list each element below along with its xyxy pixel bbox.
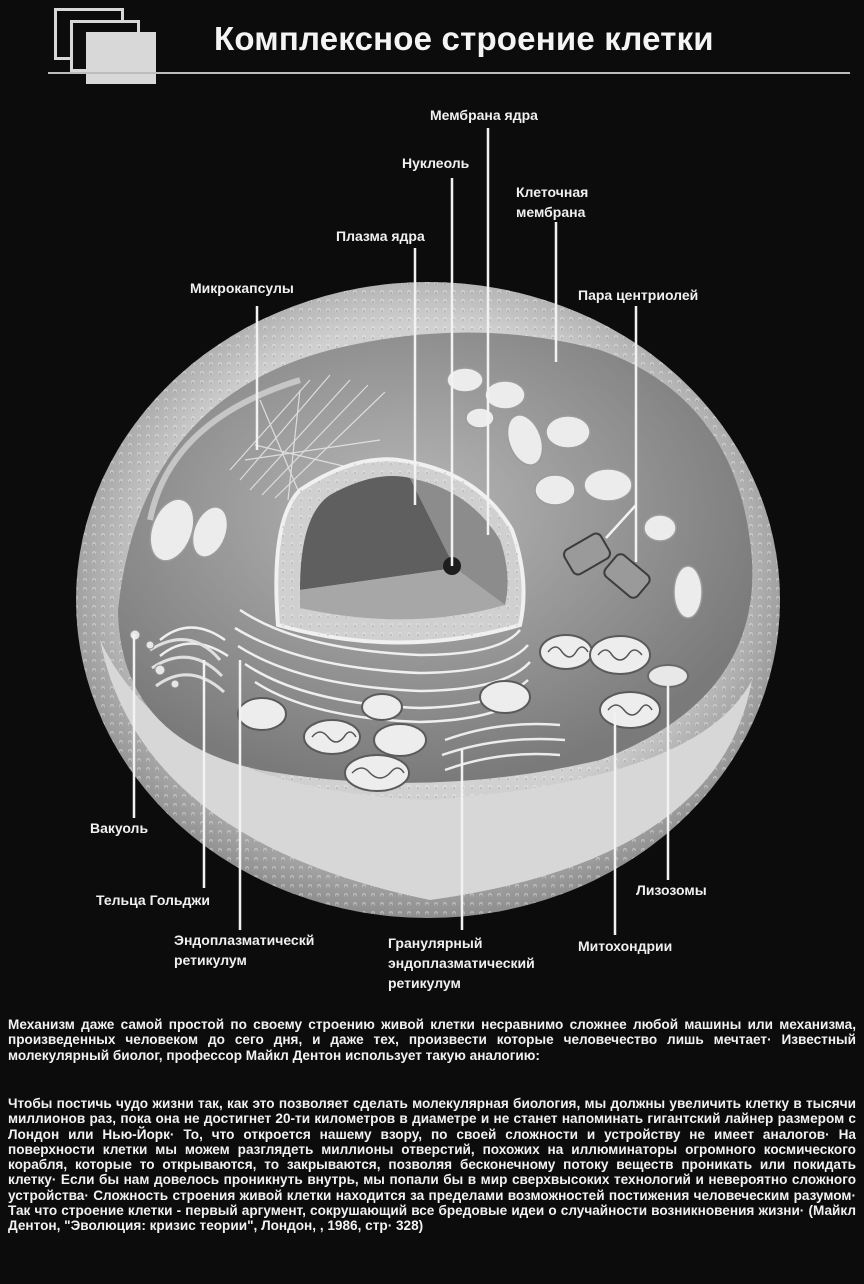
label-cell-membrane-line1: Клеточная xyxy=(516,184,589,200)
intro-paragraph: Механизм даже самой простой по своему ст… xyxy=(8,1017,856,1063)
lysosome xyxy=(647,664,689,688)
header-logo xyxy=(54,8,164,88)
label-er-line2: ретикулум xyxy=(174,952,247,968)
label-er-line1: Эндоплазматическй xyxy=(174,932,315,948)
label-vacuole: Вакуоль xyxy=(90,820,149,836)
label-nucleolus: Нуклеоль xyxy=(402,155,470,171)
golgi-apparatus xyxy=(149,638,226,694)
label-nuclear-membrane: Мембрана ядра xyxy=(430,107,538,123)
label-cell-membrane-line2: мембрана xyxy=(516,204,586,220)
centrioles xyxy=(563,532,651,599)
microcapsules xyxy=(229,374,386,501)
label-mitochondria: Митохондрии xyxy=(578,938,673,954)
title-underline xyxy=(48,72,850,74)
label-rough-er-line1: Гранулярный xyxy=(388,935,483,951)
label-rough-er-line2: эндоплазматический xyxy=(388,955,535,971)
label-golgi: Тельца Гольджи xyxy=(96,892,210,908)
label-lysosomes: Лизозомы xyxy=(636,882,707,898)
label-nucleoplasm: Плазма ядра xyxy=(336,228,425,244)
label-microcapsules: Микрокапсулы xyxy=(190,280,294,296)
rough-er xyxy=(441,722,566,772)
leader-lines xyxy=(132,128,670,935)
page-title: Комплексное строение клетки xyxy=(214,20,714,57)
label-rough-er-line3: ретикулум xyxy=(388,975,461,991)
vesicles xyxy=(149,367,703,619)
cell-diagram xyxy=(76,128,780,935)
label-centrioles: Пара центриолей xyxy=(578,287,699,303)
cell-cross-section xyxy=(100,640,752,900)
quote-paragraph: Чтобы постичь чудо жизни так, как это по… xyxy=(8,1096,856,1234)
